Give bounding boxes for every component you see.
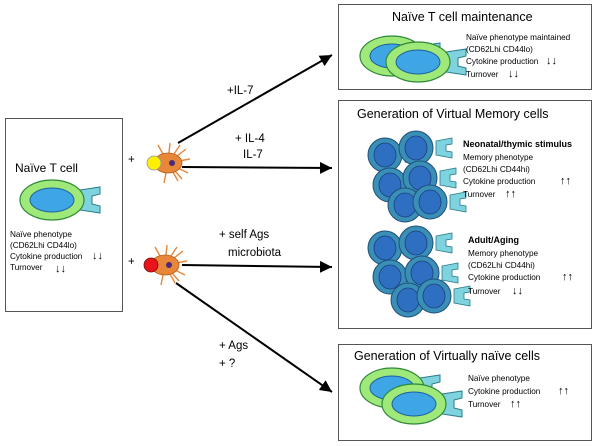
- adult-line2: (CD62Lhi CD44hi): [468, 261, 535, 270]
- maintenance-title: Naïve T cell maintenance: [392, 10, 533, 24]
- naive-box-turnover-arrows: ↓↓: [55, 263, 66, 275]
- adult-line4-arrows: ↓↓: [512, 285, 523, 297]
- label-il7: +IL-7: [227, 85, 254, 97]
- arrow-to-adult: [181, 260, 333, 273]
- virtually-naive-line3: Turnover: [468, 400, 501, 409]
- label-self-ags: + self Ags: [219, 229, 270, 241]
- label-microbiota: microbiota: [228, 247, 282, 259]
- neonatal-line3-arrows: ↑↑: [560, 175, 571, 187]
- neonatal-memory-cluster-icon: [367, 130, 467, 223]
- arrow-to-maintenance: [177, 54, 333, 144]
- arrow-to-neonatal: [181, 161, 333, 174]
- label-q: + ?: [219, 358, 236, 370]
- arrow-to-virtually-naive: [175, 282, 333, 393]
- maintenance-line2: (CD62Lhi CD44lo): [466, 45, 533, 54]
- maintenance-line4-arrows: ↓↓: [508, 68, 519, 80]
- neonatal-line4: Turnover: [463, 190, 496, 199]
- naive-box-markers: (CD62Lhi CD44lo): [10, 241, 77, 250]
- virtually-naive-line2-arrows: ↑↑: [558, 385, 569, 397]
- maintenance-line4: Turnover: [466, 70, 499, 79]
- neonatal-line1: Memory phenotype: [463, 153, 534, 162]
- adult-line1: Memory phenotype: [468, 249, 539, 258]
- adult-line4: Turnover: [468, 287, 501, 296]
- neonatal-heading: Neonatal/thymic stimulus: [463, 139, 573, 149]
- naive-t-cell-icon: [19, 179, 101, 221]
- maintenance-line3-arrows: ↓↓: [546, 55, 557, 67]
- virtual-memory-title: Generation of Virtual Memory cells: [357, 107, 549, 121]
- naive-box-phenotype: Naïve phenotype: [10, 230, 72, 239]
- virtually-naive-line3-arrows: ↑↑: [510, 398, 521, 410]
- virtually-naive-line2: Cytokine production: [468, 387, 541, 396]
- virtually-naive-line1: Naïve phenotype: [468, 374, 530, 383]
- plus-bottom: +: [128, 256, 135, 268]
- naive-box-cytokine-arrows: ↓↓: [92, 250, 103, 262]
- adult-line3-arrows: ↑↑: [562, 271, 573, 283]
- plus-top: +: [128, 154, 135, 166]
- adult-line3: Cytokine production: [468, 273, 541, 282]
- naive-box-title: Naïve T cell: [15, 161, 78, 175]
- dendritic-cell-yellow-icon: [146, 142, 191, 184]
- neonatal-line2: (CD62Lhi CD44hi): [463, 165, 530, 174]
- label-il4: + IL-4: [235, 133, 265, 145]
- virtually-naive-cells-icon: [359, 367, 463, 425]
- neonatal-line4-arrows: ↑↑: [505, 188, 516, 200]
- naive-box-cytokine: Cytokine production: [10, 252, 83, 261]
- adult-memory-cluster-icon: [367, 225, 471, 318]
- label-il7b: IL-7: [243, 149, 263, 161]
- dendritic-cell-red-icon: [143, 244, 188, 286]
- virtually-naive-title: Generation of Virtually naïve cells: [354, 349, 540, 363]
- adult-heading: Adult/Aging: [468, 235, 519, 245]
- maintenance-line1: Naïve phenotype maintained: [466, 33, 571, 42]
- maintenance-line3: Cytokine production: [466, 57, 539, 66]
- neonatal-line3: Cytokine production: [463, 177, 536, 186]
- naive-box-turnover: Turnover: [10, 263, 43, 272]
- label-ags: + Ags: [219, 340, 249, 352]
- maintenance-cells-icon: [359, 35, 467, 83]
